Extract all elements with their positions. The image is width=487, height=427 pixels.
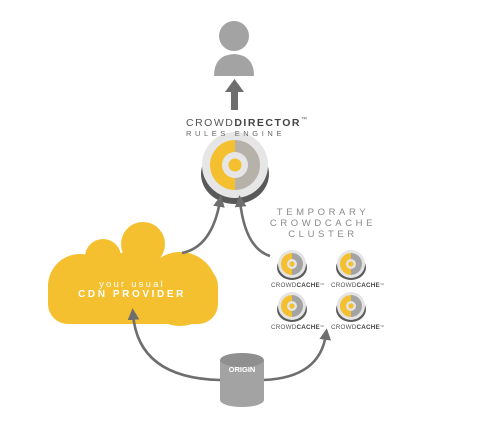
rules-engine-disc-icon bbox=[201, 132, 269, 204]
crowdcache-icon bbox=[336, 292, 366, 322]
crowdcache-node-label: CROWDCACHE™ bbox=[331, 324, 385, 331]
crowdcache-icon bbox=[277, 250, 307, 280]
cdn-label-line-1: your usual bbox=[99, 279, 165, 290]
user-icon bbox=[214, 21, 254, 76]
arrow-cdn-to-engine bbox=[181, 195, 225, 255]
arrow-origin-to-cluster bbox=[262, 328, 332, 382]
cloud-icon bbox=[48, 222, 218, 326]
arrow-cluster-to-engine bbox=[234, 195, 271, 258]
crowdcache-node-label: CROWDCACHE™ bbox=[271, 282, 325, 289]
arrow-origin-to-cdn bbox=[127, 308, 221, 382]
crowdcache-icon bbox=[277, 292, 307, 322]
arrow-engine-to-user bbox=[225, 79, 244, 110]
cdn-label-line-2: CDN PROVIDER bbox=[78, 289, 186, 300]
crowdcache-node-label: CROWDCACHE™ bbox=[331, 282, 385, 289]
origin-database-icon bbox=[220, 353, 264, 407]
rules-engine-label: RULES ENGINE bbox=[186, 129, 286, 138]
cluster-title-line-1: TEMPORARY bbox=[276, 207, 370, 218]
origin-label: ORIGIN bbox=[228, 365, 256, 374]
cluster-title-line-3: CLUSTER bbox=[288, 229, 358, 240]
crowdcache-icon bbox=[336, 250, 366, 280]
cluster-title-line-2: CROWDCACHE bbox=[269, 218, 377, 229]
crowdcache-cluster bbox=[277, 250, 366, 322]
crowdcache-node-label: CROWDCACHE™ bbox=[271, 324, 325, 331]
crowddirector-brand: CROWDDIRECTOR™ bbox=[186, 117, 307, 129]
